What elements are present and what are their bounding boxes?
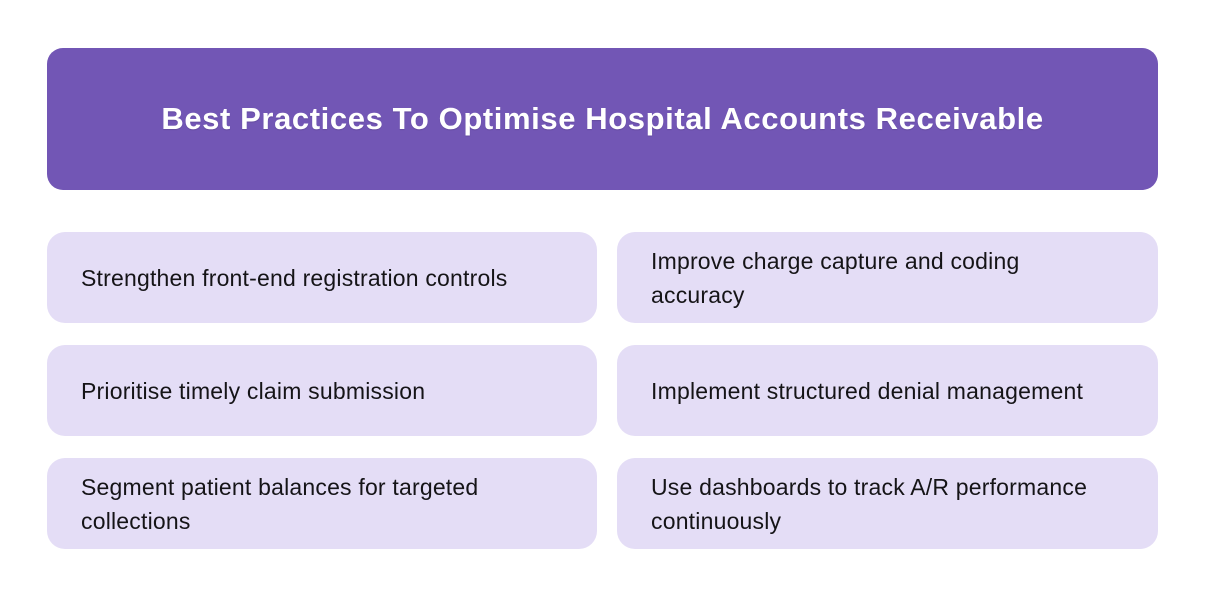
best-practices-grid: Strengthen front-end registration contro… [47, 232, 1158, 549]
card-label: Prioritise timely claim submission [81, 377, 426, 404]
card-registration-controls: Strengthen front-end registration contro… [47, 232, 597, 323]
card-denial-management: Implement structured denial management [617, 345, 1158, 436]
page-title: Best Practices To Optimise Hospital Acco… [161, 101, 1044, 136]
card-charge-capture: Improve charge capture and coding accura… [617, 232, 1158, 323]
card-claim-submission: Prioritise timely claim submission [47, 345, 597, 436]
card-label: Implement structured denial management [651, 377, 1084, 404]
card-label: Improve charge capture and coding accura… [651, 247, 1020, 308]
card-label: Strengthen front-end registration contro… [81, 264, 508, 291]
card-label: Use dashboards to track A/R performance … [651, 473, 1088, 534]
card-dashboards: Use dashboards to track A/R performance … [617, 458, 1158, 549]
card-patient-balances: Segment patient balances for targeted co… [47, 458, 597, 549]
card-label: Segment patient balances for targeted co… [81, 473, 479, 534]
header-banner: Best Practices To Optimise Hospital Acco… [47, 48, 1158, 190]
